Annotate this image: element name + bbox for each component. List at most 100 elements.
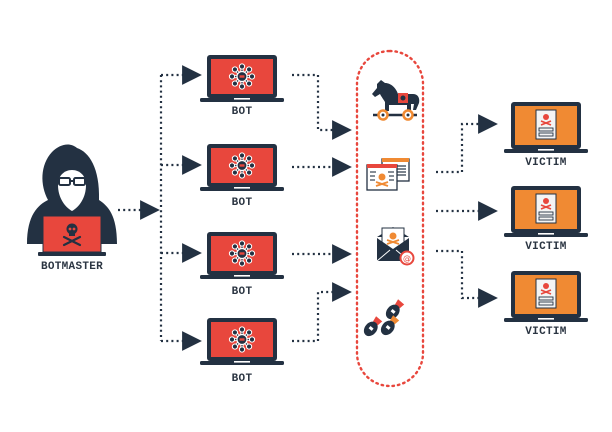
virus-node [238, 240, 246, 247]
skull-head [543, 283, 549, 289]
virus-node [238, 83, 246, 90]
laptop-base [200, 361, 284, 365]
bot-laptop-4 [200, 318, 284, 365]
attack-vectors-capsule [355, 49, 425, 388]
document-field [538, 211, 554, 216]
virus-core-mark [239, 338, 245, 341]
virus-node [245, 66, 253, 73]
victim-laptop-1 [504, 102, 588, 153]
virus-node [238, 152, 246, 159]
laptop-base [504, 318, 588, 322]
virus-node [231, 343, 239, 350]
phishing-email-icon: @ [376, 227, 415, 266]
laptop-notch [538, 149, 554, 151]
laptop-notch [234, 275, 250, 277]
bot-label: BOT [231, 197, 253, 209]
document-page [535, 278, 557, 309]
document-field [538, 216, 554, 221]
laptop-notch [234, 98, 250, 100]
document-field [538, 301, 554, 306]
victims-layer [504, 102, 588, 322]
virus-node [228, 336, 236, 343]
virus-node [231, 169, 239, 176]
virus-node [245, 169, 253, 176]
skull-head [543, 198, 549, 204]
crossbone [540, 204, 552, 210]
virus-node [238, 260, 246, 267]
virus-node [228, 162, 236, 169]
laptop-base [200, 98, 284, 102]
bots-layer [200, 55, 284, 365]
bomb-icon [363, 299, 405, 337]
document-field [538, 132, 554, 137]
arrow-bot1-to-attacks [292, 73, 352, 140]
virus-node [231, 155, 239, 162]
laptop-notch [538, 233, 554, 235]
virus-node [231, 80, 239, 87]
bot-label: BOT [231, 286, 253, 298]
infected-document-icon [535, 278, 557, 309]
virus-core-mark [239, 164, 245, 167]
bot-label: BOT [231, 373, 253, 385]
network-virus-icon [228, 240, 256, 267]
crossbone [540, 289, 552, 295]
bot-laptop-2 [200, 144, 284, 191]
victim-laptop-3 [504, 271, 588, 322]
trojan-horse-icon [372, 80, 420, 121]
virus-node [238, 346, 246, 353]
malware-window-icon [366, 158, 410, 191]
network-virus-icon [228, 152, 256, 179]
bot-laptop-3 [200, 232, 284, 279]
virus-core-mark [239, 75, 245, 78]
victim-label: VICTIM [525, 241, 567, 253]
virus-node [245, 329, 253, 336]
network-virus-icon [228, 326, 256, 353]
document-field [538, 296, 554, 301]
virus-node [248, 162, 256, 169]
arrow-attacks-to-victim-3 [436, 249, 498, 308]
botmaster-label: BOTMASTER [40, 261, 104, 273]
virus-node [245, 257, 253, 264]
infected-document-icon [535, 109, 557, 140]
arrow-attacks-to-victim-1 [436, 114, 498, 174]
virus-node [231, 329, 239, 336]
virus-node [238, 63, 246, 70]
virus-node [238, 326, 246, 333]
skull-head [543, 114, 549, 120]
laptop-notch [538, 318, 554, 320]
botmaster-node [27, 144, 117, 256]
virus-node [245, 343, 253, 350]
document-page [535, 193, 557, 224]
hooded-hacker-icon [27, 144, 117, 256]
infected-document-icon [535, 193, 557, 224]
virus-core-mark [239, 252, 245, 255]
skull-crossbones-icon [62, 223, 82, 247]
bot-label: BOT [231, 106, 253, 118]
virus-node [238, 172, 246, 179]
virus-node [248, 73, 256, 80]
svg-text:@: @ [403, 254, 411, 263]
virus-node [231, 243, 239, 250]
virus-node [245, 155, 253, 162]
virus-node [245, 243, 253, 250]
laptop-base [504, 149, 588, 153]
laptop-base [200, 275, 284, 279]
crossbone [540, 120, 552, 126]
victim-label: VICTIM [525, 326, 567, 338]
virus-node [228, 250, 236, 257]
virus-node [231, 257, 239, 264]
network-virus-icon [228, 63, 256, 90]
connectors [118, 65, 498, 351]
virus-node [248, 336, 256, 343]
laptop-notch [234, 187, 250, 189]
victim-label: VICTIM [525, 157, 567, 169]
arrow-bot4-to-attacks [292, 282, 352, 343]
document-page [535, 109, 557, 140]
bot-laptop-1 [200, 55, 284, 102]
virus-node [248, 250, 256, 257]
laptop-base [200, 187, 284, 191]
virus-node [228, 73, 236, 80]
document-field [538, 127, 554, 132]
victim-laptop-2 [504, 186, 588, 237]
